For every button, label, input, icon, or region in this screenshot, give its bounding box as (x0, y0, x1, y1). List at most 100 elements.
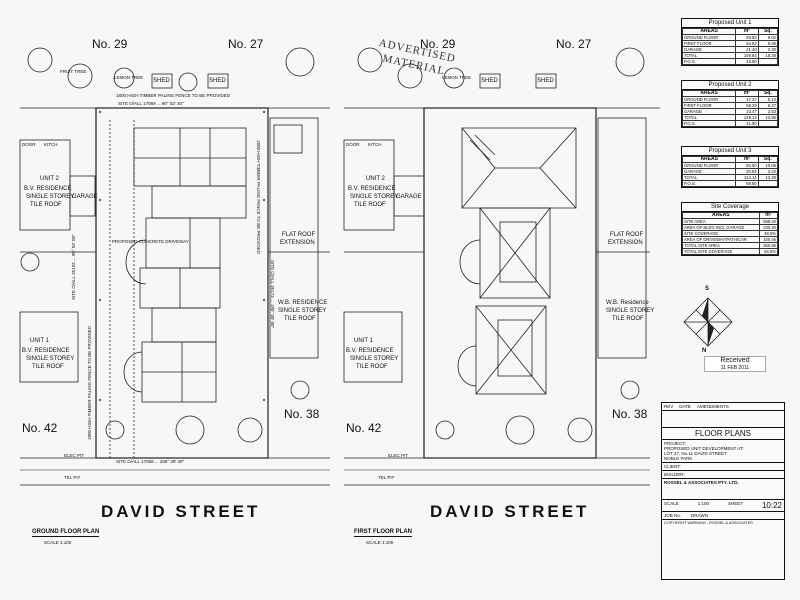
project-block: PROJECT: PROPOSED UNIT DEVELOPMENT AT: L… (662, 440, 784, 463)
amendments-col: AMENDMENTS (696, 404, 729, 409)
first-floor-plan: No. 29 No. 27 No. 42 No. 38 ADVERTISED M… (330, 0, 660, 600)
unit2-desc1: B.V. RESIDENCE (24, 186, 72, 192)
drawn-label: DRAWN (691, 513, 708, 518)
lot-label-no27: No. 27 (556, 37, 592, 51)
elec-pit-label: ELEC PIT (64, 453, 85, 458)
street-name-first: DAVID STREET (430, 502, 590, 521)
neighbour-unit1 (19, 311, 79, 383)
firm-name: ROSSEL & ASSOCIATES PTY. LTD. (662, 479, 784, 500)
amendments-header: REV DATE AMENDMENTS (662, 403, 784, 411)
shed-1 (151, 73, 173, 89)
project-label: PROJECT: (664, 441, 686, 446)
unit1-desc3: TILE ROOF (356, 364, 388, 370)
lot-label-no29: No. 29 (92, 37, 128, 51)
unit2-desc2: SINGLE STOREY (26, 194, 75, 200)
compass-south: S (705, 286, 710, 292)
first-plan-scale: SCALE 1:100 (366, 540, 394, 545)
sheet-value: 10:22 (761, 501, 782, 510)
fence-left-label: 1800 HIGH TIMBER PALING FENCE TO BE PROV… (87, 326, 92, 440)
unit1-desc1: B.V. RESIDENCE (346, 348, 394, 354)
garage-label: GARAGE (396, 194, 422, 200)
unit2-desc1: B.V. RESIDENCE (348, 186, 396, 192)
schedule-title: Proposed Unit 2 (682, 81, 778, 90)
door-label: DOOR (346, 142, 360, 147)
boundary-right-label: SITE O/ALL 35173 ... 180° 00' 00" (270, 260, 275, 329)
ground-plan-scale: SCALE 1:100 (44, 540, 72, 545)
boundary-bottom-label: SITE O/ALL 17069 ... 269° 39' 30" (116, 459, 185, 464)
extension-label: EXTENSION (280, 240, 315, 246)
site-boundary (95, 107, 269, 459)
unit1-desc3: TILE ROOF (32, 364, 64, 370)
first-floor-drawing (343, 47, 660, 486)
lot-label-no38: No. 38 (612, 407, 648, 421)
table-cell: 59.60 (735, 180, 759, 187)
unit1-title: UNIT 1 (30, 338, 49, 344)
schedule-title: Site Coverage (682, 203, 778, 212)
table-cell: P.O.S. (681, 58, 737, 65)
fruit-tree-label: FRUIT TREE (60, 69, 87, 74)
unit1-desc2: SINGLE STOREY (26, 356, 75, 362)
scale-sheet-row: SCALE 1:100 SHEET 10:22 (662, 500, 784, 512)
client-label: CLIENT: (662, 463, 784, 471)
wb-residence-1: W.B. Residence (606, 300, 649, 306)
wb-residence-2: SINGLE STOREY (606, 308, 655, 314)
builder-label: BUILDER: (662, 471, 784, 479)
title-block: REV DATE AMENDMENTS FLOOR PLANS PROJECT:… (661, 402, 785, 580)
shed-label-2: SHED (209, 78, 226, 84)
flat-roof-label: FLAT ROOF (282, 232, 316, 238)
lot-label-no27: No. 27 (228, 37, 264, 51)
kitch-label: KITCH (44, 142, 58, 147)
lot-label-no38: No. 38 (284, 407, 320, 421)
driveway-label: PROPOSED CONCRETE DRIVEWAY (112, 239, 189, 244)
table-cell (757, 180, 779, 187)
lot-label-no42: No. 42 (346, 421, 382, 435)
shed-label-1: SHED (481, 78, 498, 84)
unit2-desc3: TILE ROOF (30, 202, 62, 208)
compass-north: N (702, 348, 707, 354)
unit1-desc1: B.V. RESIDENCE (22, 348, 70, 354)
job-label: JOB No. (664, 513, 682, 518)
table-cell (757, 58, 779, 65)
copyright-note: COPYRIGHT WARNING - ROSSEL & ASSOCIATES (664, 521, 753, 525)
garage-label: GARAGE (72, 194, 98, 200)
project-line2: LOT 27, No.11 DAVID STREET (664, 451, 727, 456)
door-label: DOOR (22, 142, 36, 147)
received-date: 11 FEB 2011 (720, 365, 750, 371)
schedule-title: Proposed Unit 1 (682, 19, 778, 28)
sheet-label: SHEET (727, 501, 743, 506)
date-col: DATE (679, 404, 691, 409)
shed-2 (207, 73, 229, 89)
extension-label: EXTENSION (608, 240, 643, 246)
boundary-top-label: SITE O/ALL 17069 ... 90° 53' 30" (118, 101, 184, 106)
unit2-desc3: TILE ROOF (354, 202, 386, 208)
schedule-title: Proposed Unit 3 (682, 147, 778, 156)
ground-floor-plan: No. 29 No. 27 No. 42 No. 38 FRUIT TREE L… (0, 0, 330, 600)
north-point: S N (678, 286, 738, 359)
tel-pit-label: TEL PIT (378, 475, 395, 480)
wb-residence-1: W.B. RESIDENCE (278, 300, 328, 306)
unit1-title: UNIT 1 (354, 338, 373, 344)
lot-label-no29: No. 29 (420, 37, 456, 51)
tel-pit-label: TEL PIT (64, 475, 81, 480)
first-plan-title: FIRST FLOOR PLAN (354, 529, 412, 537)
project-line3: NOBLE PARK (664, 456, 693, 461)
project-line1: PROPOSED UNIT DEVELOPMENT AT: (664, 446, 744, 451)
table-cell: 41.90 (735, 120, 759, 127)
lemon-tree-label: LEMON TREE (114, 75, 144, 80)
neighbour-garage (69, 175, 96, 217)
unit2-title: UNIT 2 (40, 176, 59, 182)
neighbour-unit2 (19, 139, 71, 231)
scale-label: SCALE (664, 501, 679, 506)
neighbour-wb-residence (269, 117, 319, 359)
unit2-desc2: SINGLE STOREY (350, 194, 399, 200)
table-cell: 43.90 (735, 58, 759, 65)
boundary-left-label: SITE O/ALL 35193 ... 90° 02' 00" (71, 234, 76, 300)
fence-top-label: 1800 HIGH TIMBER PALING FENCE TO BE PROV… (116, 93, 230, 98)
wb-residence-3: TILE ROOF (284, 316, 316, 322)
ground-floor-drawing (19, 47, 330, 486)
